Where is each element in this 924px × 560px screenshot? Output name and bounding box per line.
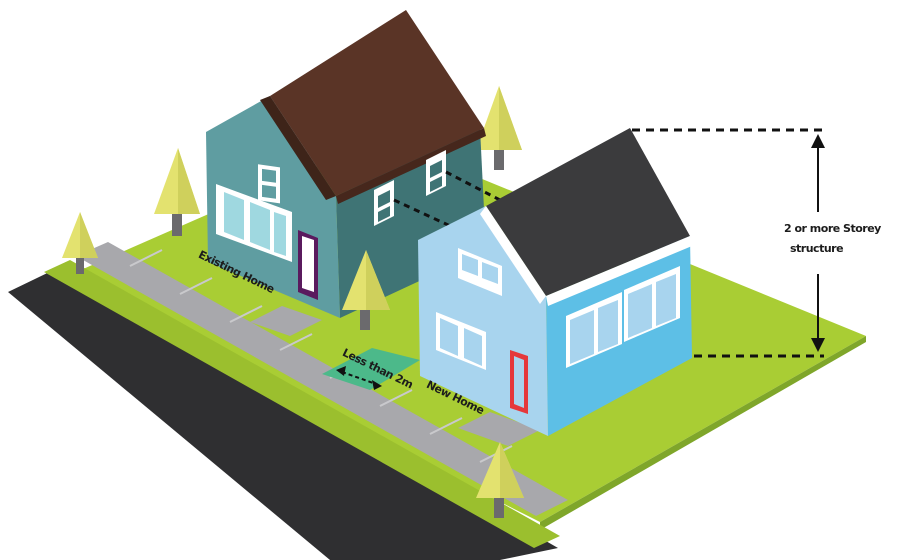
tree-front-left (62, 212, 98, 274)
gap-zone (322, 348, 420, 390)
gap-arrow (336, 366, 382, 390)
existing-home (206, 10, 486, 318)
height-guides (632, 128, 824, 358)
road (8, 264, 558, 560)
tree-back-right (476, 86, 522, 170)
sidewalk (76, 242, 568, 516)
height-label-line2: structure (790, 242, 844, 255)
curb (44, 260, 560, 548)
walkway-new (458, 412, 540, 446)
height-arrow-bottom (811, 338, 825, 352)
new-home (418, 128, 692, 436)
height-arrow-top (811, 134, 825, 148)
tree-front-right (476, 442, 524, 518)
tree-middle (342, 250, 390, 330)
height-label-line1: 2 or more Storey (784, 222, 881, 235)
lot-edge (540, 336, 866, 530)
tree-back-left (154, 148, 200, 236)
walkway-existing (250, 306, 322, 336)
